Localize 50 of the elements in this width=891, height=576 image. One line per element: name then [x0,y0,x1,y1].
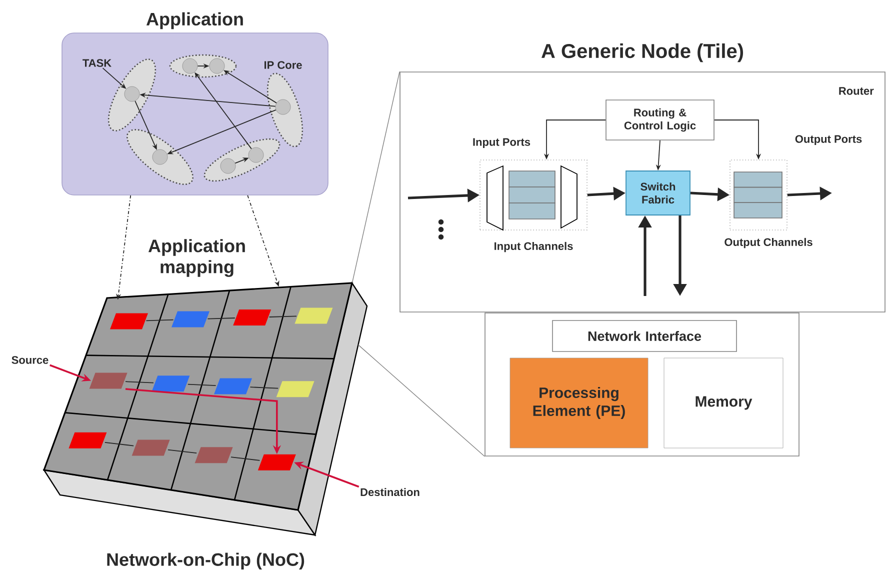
connector-line [125,381,154,384]
tile-block [152,376,190,392]
switch-box: Switch Fabric [626,170,690,216]
text-label: TASK [82,59,112,67]
tile-block [68,432,107,448]
port-buffer-box: Input Ports Input Channels [473,138,588,252]
connector-line [358,344,485,457]
tile-block [276,381,314,398]
task-circle [182,58,198,74]
text-label: Source [12,356,48,364]
connector-line [250,386,279,389]
text-box: Routing & Control Logic [606,100,714,140]
processing-element-box: Processing Element (PE) [510,358,648,448]
memory-box: Memory [664,358,784,448]
port-buffer-box: Output Ports Output Channels [724,135,862,248]
task-circle [209,58,225,74]
node-label: Input Ports [473,138,530,148]
tile-block [89,372,128,389]
connector-line [268,316,297,318]
tile-block [214,378,252,394]
tile-block [194,447,233,464]
tile-block [172,311,210,328]
connector-line [187,384,216,386]
node-label: A Generic Node (Tile) [542,43,744,62]
task-circle [275,99,291,115]
node-label: Input Channels [494,242,573,252]
connector-line [146,319,174,322]
connector-line [168,449,198,454]
tile-block [110,313,148,330]
text-box: Network Interface [552,320,737,352]
connector-line [104,442,134,446]
tile-block [294,308,333,324]
task-circle [152,149,168,165]
interface-panel [484,312,800,456]
tile-block [132,440,170,456]
connector-line [230,456,260,461]
tile-block [258,454,296,470]
tile-block [233,310,272,326]
node-label: Network-on-Chip (NoC) [107,552,304,570]
text-label: Destination [360,488,420,496]
mapping-label: Application mapping [148,239,245,277]
task-circle [220,158,236,174]
connector-line [352,71,400,284]
task-circle [248,147,264,163]
node-label: Application [146,12,243,30]
node-label: Output Channels [724,238,812,248]
node-label: Output Ports [795,135,862,146]
task-circle [124,86,140,102]
ip-core-label: IP Core [264,61,302,69]
connector-line [207,318,236,320]
